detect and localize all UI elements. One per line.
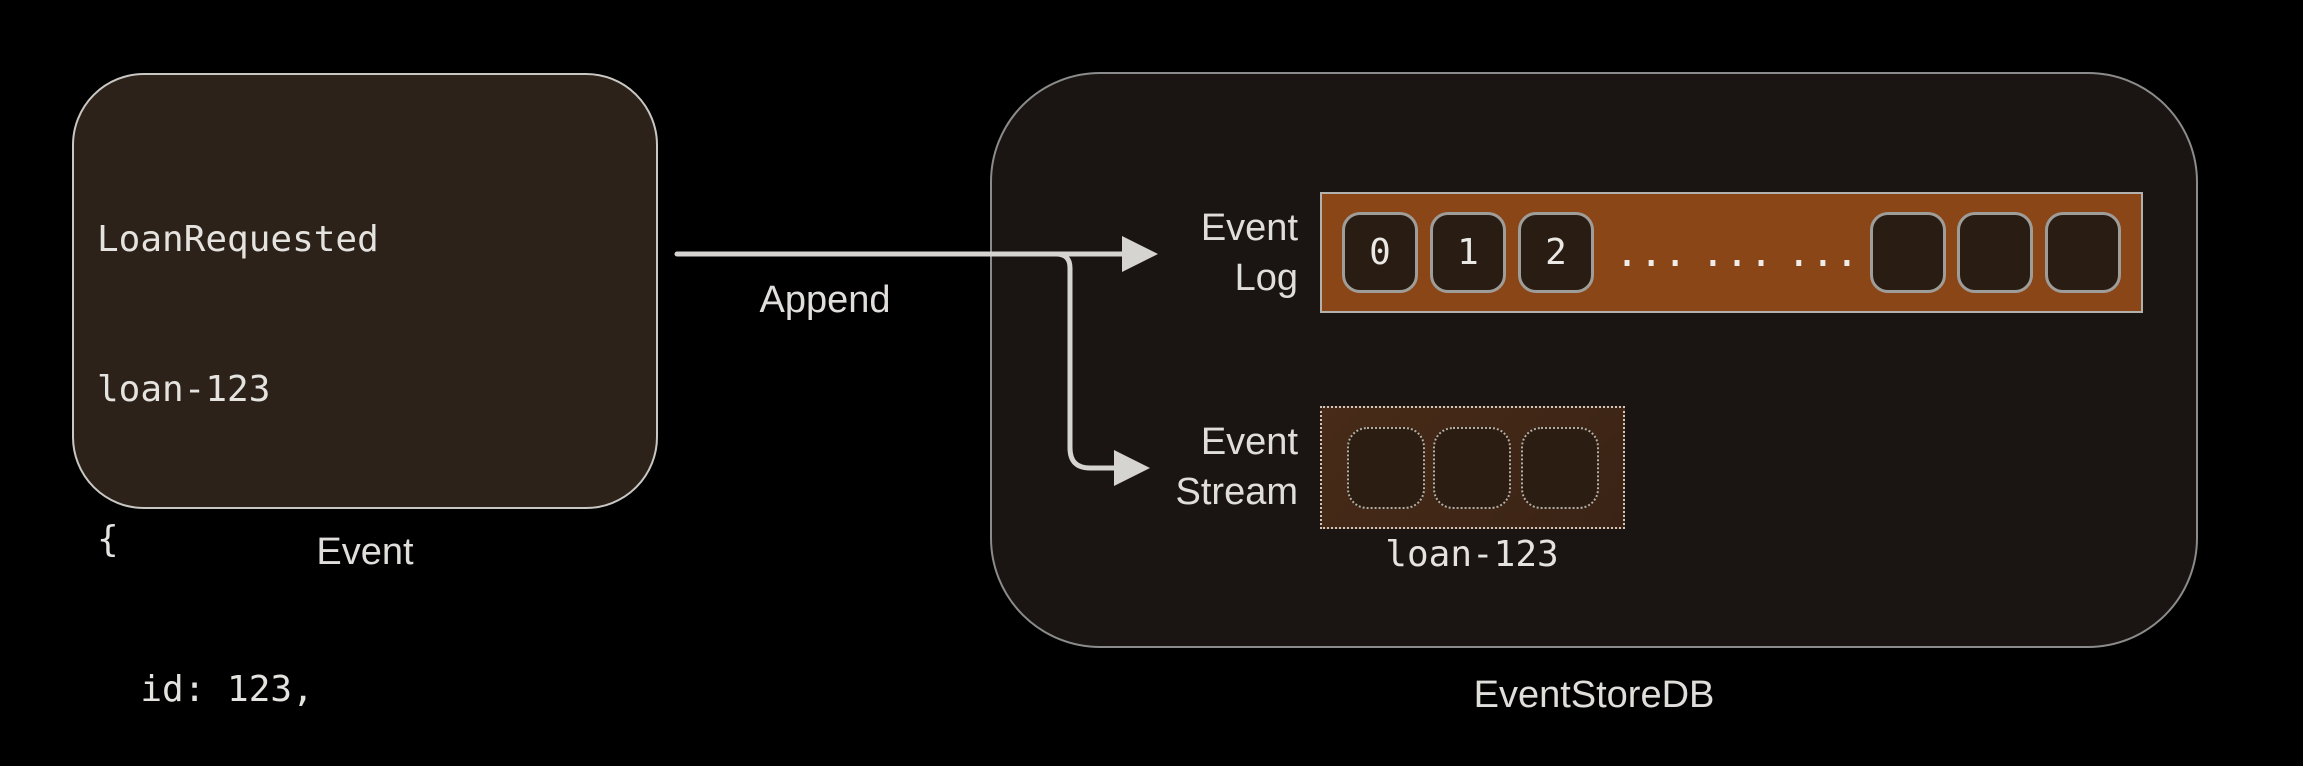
event-code: LoanRequested loan-123 { id: 123, amount… (97, 115, 596, 766)
stream-slot (1433, 427, 1511, 509)
code-line: LoanRequested (97, 219, 379, 260)
log-empty-cell (1870, 212, 1946, 293)
stream-name-label: loan-123 (1385, 534, 1559, 575)
event-log-label: Event Log (1200, 207, 1298, 299)
event-card: LoanRequested loan-123 { id: 123, amount… (72, 73, 658, 710)
append-label: Append (759, 279, 891, 321)
eventstoredb-container (990, 72, 2198, 648)
ellipsis-group: ... (1786, 229, 1859, 276)
code-line: { (97, 519, 119, 560)
log-cell-1: 1 (1430, 212, 1506, 293)
log-empty-cell (2045, 212, 2121, 293)
log-ellipsis: ... ... ... (1615, 194, 1859, 311)
event-stream-box (1320, 406, 1625, 529)
log-empty-cell (1957, 212, 2033, 293)
event-card-label: Event (316, 531, 414, 573)
stream-slot (1521, 427, 1599, 509)
event-stream-label: Event Stream (1175, 421, 1298, 513)
code-line: loan-123 (97, 369, 271, 410)
ellipsis-group: ... (1700, 229, 1774, 276)
code-line: id: 123, (97, 669, 314, 710)
event-log-bar: 0 1 2 ... ... ... (1320, 192, 2143, 313)
ellipsis-group: ... (1615, 229, 1688, 276)
log-cell-0: 0 (1342, 212, 1418, 293)
log-cell-2: 2 (1518, 212, 1594, 293)
stream-slot (1347, 427, 1425, 509)
eventstoredb-label: EventStoreDB (1473, 674, 1715, 716)
